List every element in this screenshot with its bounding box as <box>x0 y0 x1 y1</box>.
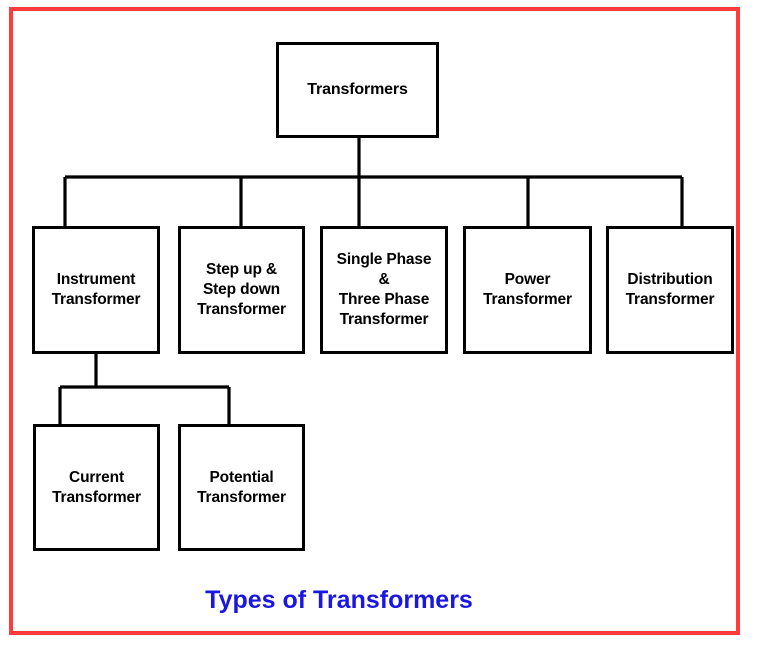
node-single-three-phase-transformer[interactable]: Single Phase & Three Phase Transformer <box>320 226 448 354</box>
node-potential-transformer[interactable]: Potential Transformer <box>178 424 305 551</box>
node-current-transformer[interactable]: Current Transformer <box>33 424 160 551</box>
node-label-power-transformer: Power Transformer <box>483 271 572 308</box>
node-label-potential-transformer: Potential Transformer <box>197 468 286 506</box>
node-step-up-down-transformer[interactable]: Step up & Step down Transformer <box>178 226 305 354</box>
node-label-transformers: Transformers <box>307 80 408 98</box>
node-transformers[interactable]: Transformers <box>276 42 439 138</box>
node-label-current-transformer: Current Transformer <box>52 468 141 506</box>
diagram-caption: Types of Transformers <box>205 586 473 614</box>
node-instrument-transformer[interactable]: Instrument Transformer <box>32 226 160 354</box>
node-label-distribution-transformer: Distribution Transformer <box>625 271 715 308</box>
node-label-step-up-down-transformer: Step up & Step down Transformer <box>197 261 286 318</box>
node-distribution-transformer[interactable]: Distribution Transformer <box>606 226 734 354</box>
node-label-instrument-transformer: Instrument Transformer <box>51 271 141 308</box>
node-power-transformer[interactable]: Power Transformer <box>463 226 592 354</box>
node-label-single-three-phase-transformer: Single Phase & Three Phase Transformer <box>336 251 432 328</box>
